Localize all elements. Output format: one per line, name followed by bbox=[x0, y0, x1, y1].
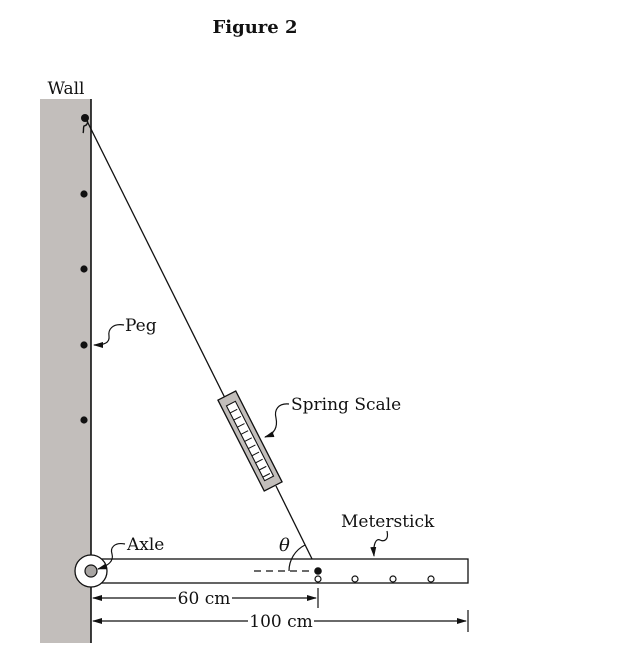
axle-leader bbox=[97, 543, 126, 570]
string-upper bbox=[85, 118, 226, 399]
string-lower bbox=[275, 485, 319, 572]
spring-scale-ticks bbox=[229, 408, 271, 478]
angle-arc bbox=[288, 544, 306, 572]
meterstick-leader bbox=[370, 530, 389, 557]
peg-label: Peg bbox=[125, 316, 157, 336]
spring-scale-label: Spring Scale bbox=[291, 395, 401, 415]
spring-scale-window bbox=[225, 400, 275, 482]
meterstick-holes bbox=[314, 575, 435, 583]
hole bbox=[314, 575, 322, 583]
axle-hub bbox=[84, 564, 98, 578]
angle-theta-label: θ bbox=[279, 535, 290, 556]
peg-leader bbox=[93, 324, 125, 348]
figure-title: Figure 2 bbox=[212, 17, 297, 38]
spring-scale bbox=[217, 390, 283, 492]
peg bbox=[80, 190, 88, 198]
dim-60-label: 60 cm bbox=[178, 589, 231, 609]
hole bbox=[389, 575, 397, 583]
peg bbox=[80, 265, 88, 273]
hole bbox=[351, 575, 359, 583]
peg bbox=[80, 341, 88, 349]
axle-label: Axle bbox=[126, 535, 164, 555]
dim-100-label: 100 cm bbox=[249, 612, 313, 632]
meterstick-label: Meterstick bbox=[341, 512, 435, 532]
wall-label: Wall bbox=[47, 79, 84, 99]
spring-scale-leader bbox=[264, 403, 290, 438]
attachment-point bbox=[314, 567, 322, 575]
hole bbox=[427, 575, 435, 583]
wall bbox=[40, 99, 91, 643]
peg bbox=[80, 416, 88, 424]
